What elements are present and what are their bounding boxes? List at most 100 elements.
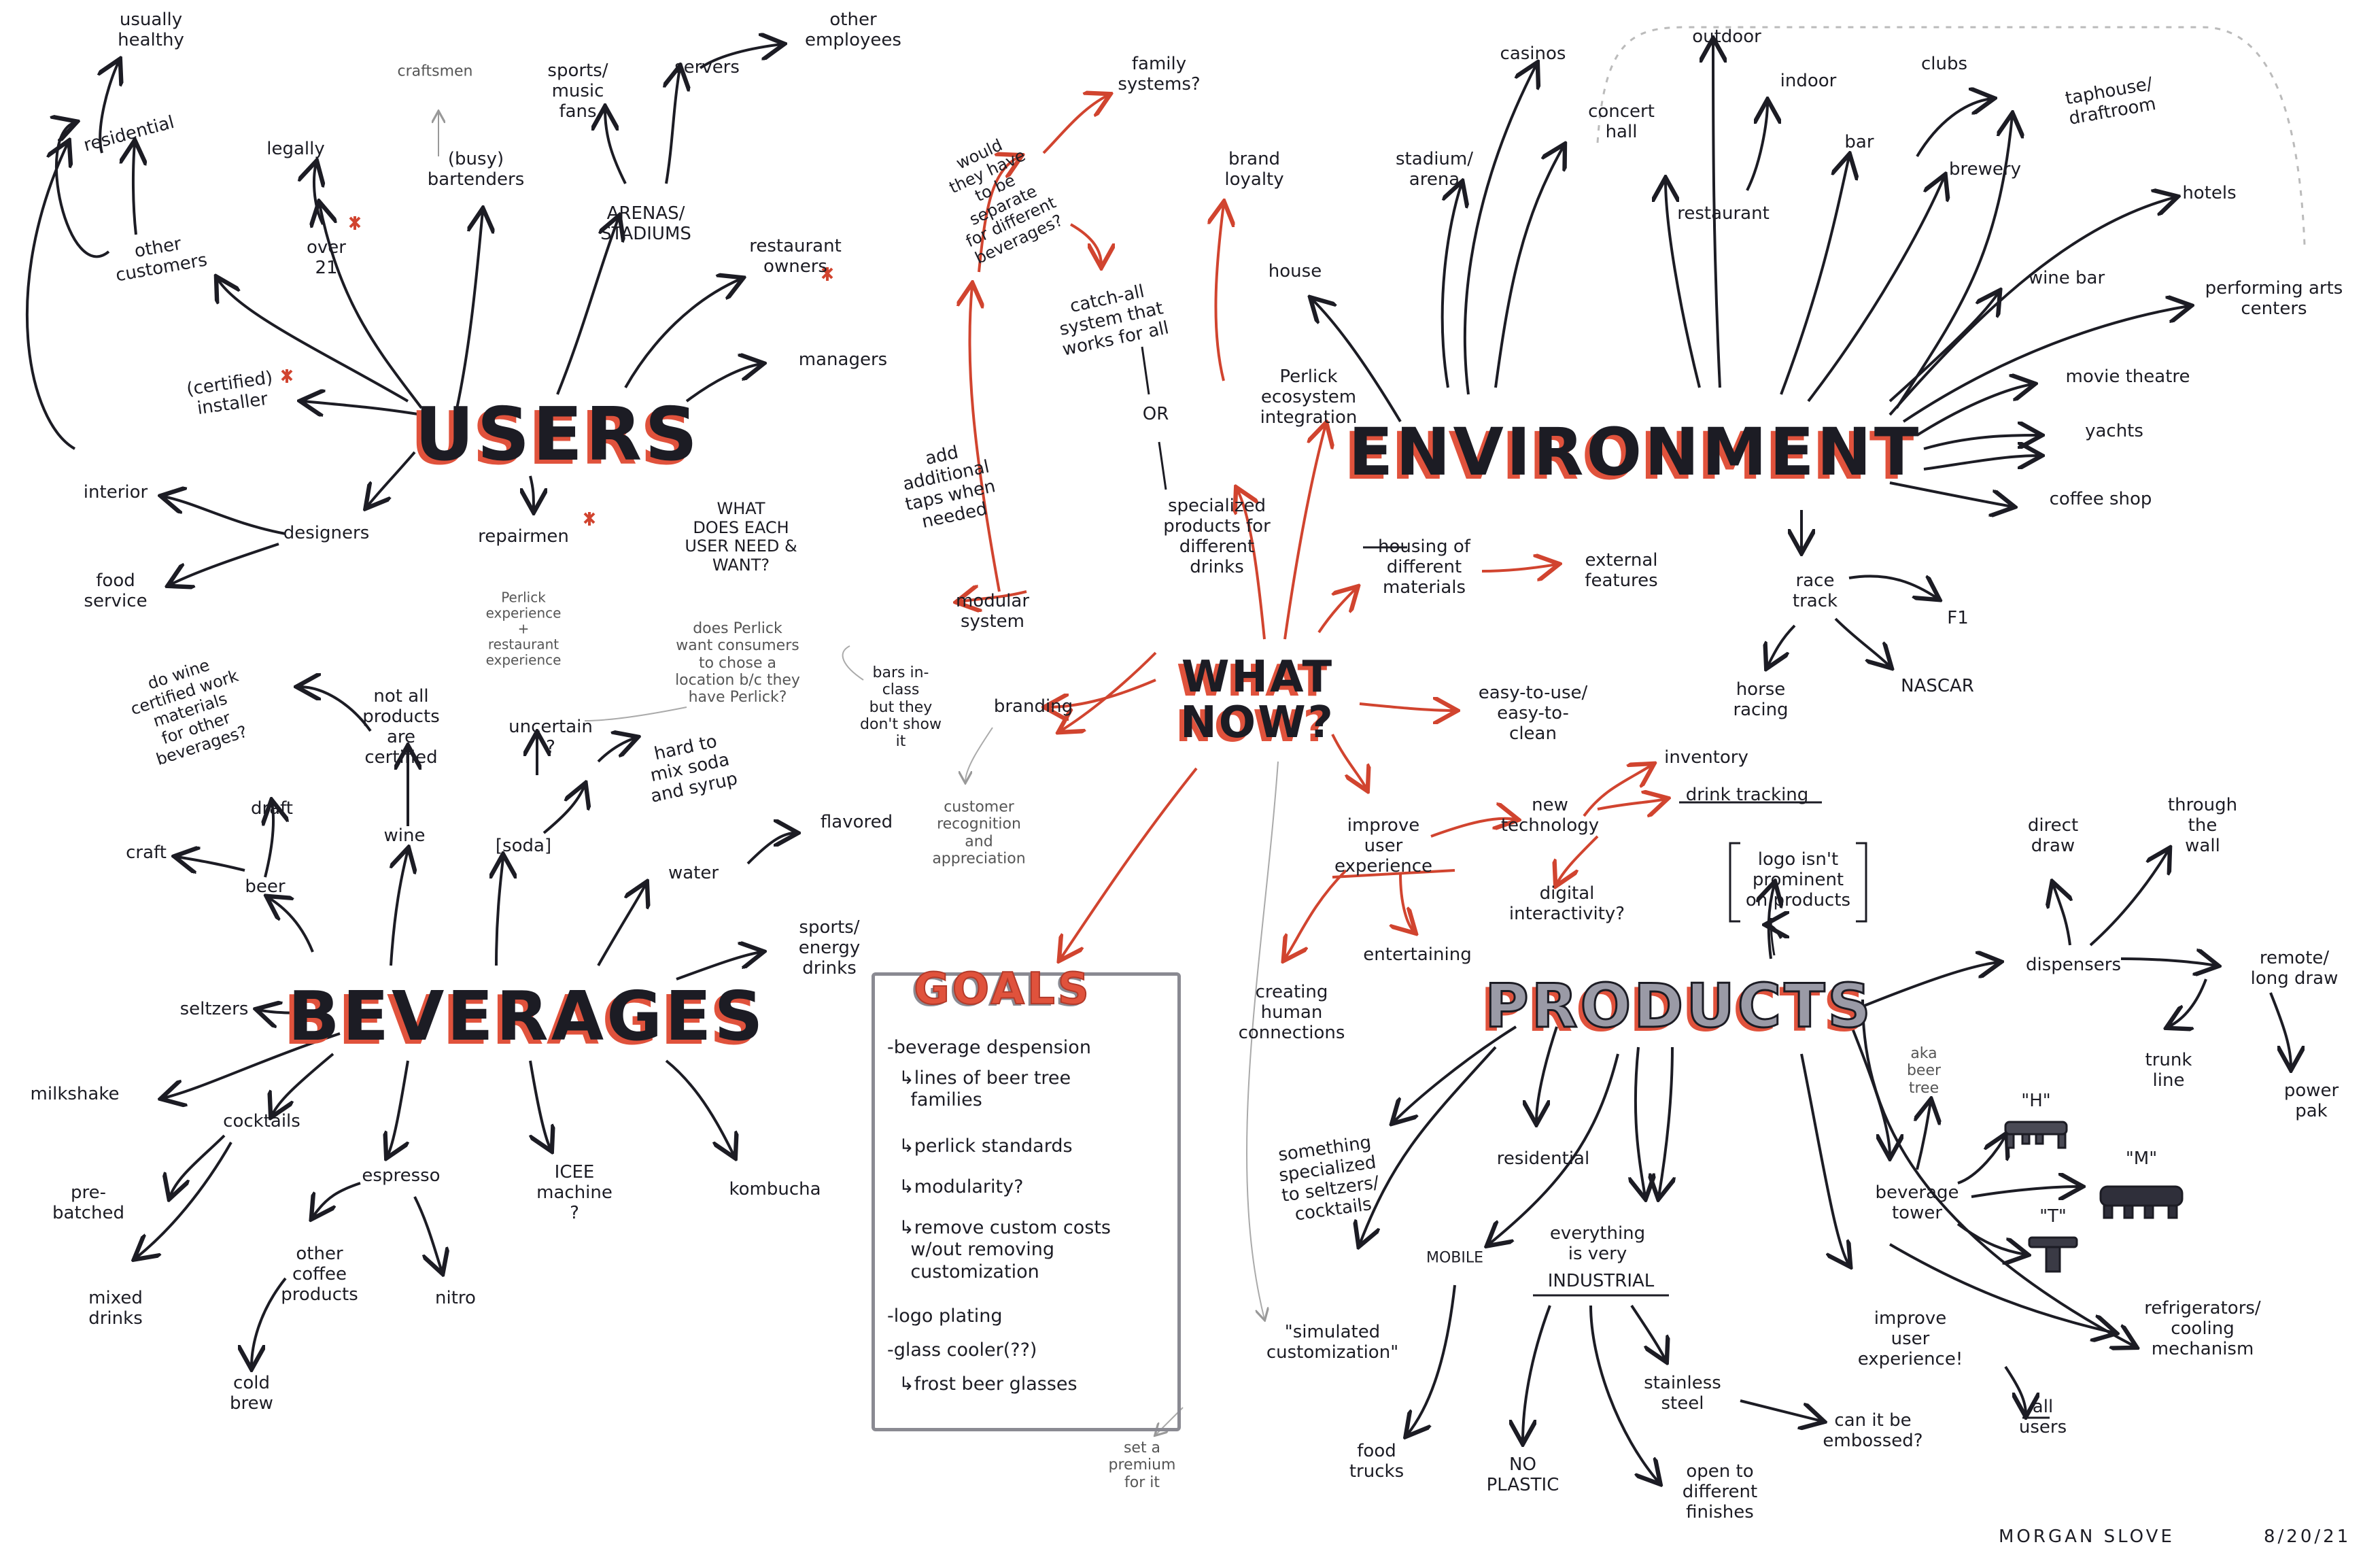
node-other-employees: other employees	[805, 10, 901, 50]
node-mixed-drinks: mixed drinks	[88, 1288, 143, 1329]
node-over-21: over 21	[307, 237, 346, 278]
node-cold-brew: cold brew	[230, 1373, 273, 1414]
goal-item: -beverage despension	[887, 1037, 1091, 1058]
node-coffee-shop: coffee shop	[2049, 489, 2152, 510]
node-open-to-different-finishes: open to different finishes	[1682, 1461, 1758, 1522]
node-everything-is-very: everything is very	[1549, 1223, 1646, 1264]
node-nitro: nitro	[435, 1288, 476, 1309]
users-hub-title: USERS	[414, 392, 701, 477]
node-tower-h-label: "H"	[2021, 1091, 2051, 1112]
node-drink-tracking: drink tracking	[1685, 785, 1809, 806]
node-stadium-arena: stadium/ arena	[1396, 149, 1473, 190]
node-family-systems: family systems?	[1118, 54, 1201, 95]
node-sports-energy-drinks: sports/ energy drinks	[798, 917, 861, 978]
node-water: water	[668, 863, 719, 884]
environment-arrows	[1312, 41, 2189, 666]
node-refrigerators: refrigerators/ cooling mechanism	[2144, 1298, 2261, 1359]
node-does-perlick-want-consumers: does Perlick want consumers to chose a l…	[675, 619, 800, 706]
node-simulated-customization: "simulated customization"	[1266, 1322, 1399, 1363]
node-new-technology: new technology	[1500, 795, 1600, 836]
goals-title: GOALS	[913, 964, 1092, 1015]
node-entertaining: entertaining	[1363, 944, 1472, 966]
node-can-it-be-embossed: can it be embossed?	[1823, 1410, 1923, 1451]
tower-h-icon	[2004, 1121, 2068, 1149]
node-housing-materials: housing of different materials	[1378, 536, 1470, 598]
logo-bracket-arrow	[1770, 917, 1776, 956]
node-digital-interactivity: digital interactivity?	[1508, 883, 1625, 924]
node-or: OR	[1142, 404, 1169, 425]
node-busy-bartenders: (busy) bartenders	[427, 149, 525, 190]
node-beverage-tower: beverage tower	[1875, 1182, 1959, 1223]
goal-item: ↳remove custom costs w/out removing cust…	[899, 1217, 1111, 1282]
node-set-a-premium: set a premium for it	[1108, 1439, 1176, 1491]
improve-ux-underline	[1332, 869, 1455, 879]
node-soda: [soda]	[495, 836, 552, 857]
products-arrows	[1360, 850, 2291, 1482]
node-remote-long-draw: remote/ long draw	[2250, 948, 2339, 989]
node-brewery: brewery	[1949, 159, 2021, 180]
node-usually-healthy: usually healthy	[118, 10, 184, 50]
node-yachts: yachts	[2085, 421, 2143, 442]
node-kombucha: kombucha	[729, 1179, 821, 1200]
node-no-plastic: NO PLASTIC	[1486, 1454, 1559, 1495]
node-horse-racing: horse racing	[1733, 679, 1789, 720]
node-beer: beer	[245, 876, 286, 898]
node-pre-batched: pre- batched	[52, 1182, 124, 1223]
node-cocktails: cocktails	[223, 1111, 300, 1132]
node-icee-machine: ICEE machine ?	[536, 1162, 613, 1223]
outdoor-dashed-bracket	[1596, 26, 2306, 245]
node-specialized-products: specialized products for different drink…	[1163, 496, 1271, 577]
products-hub-title: PRODUCTS	[1484, 971, 1874, 1041]
node-brand-loyalty: brand loyalty	[1224, 149, 1284, 190]
node-something-specialized: something specialized to seltzers/ cockt…	[1277, 1132, 1381, 1225]
node-repairmen: repairmen	[478, 526, 569, 547]
node-f1: F1	[1947, 608, 1969, 629]
node-bar: bar	[1844, 132, 1874, 153]
node-bars-in-class: bars in- class but they don't show it	[860, 664, 942, 750]
node-stainless-steel: stainless steel	[1644, 1373, 1721, 1414]
node-race-track: race track	[1792, 570, 1838, 611]
node-managers: managers	[798, 350, 888, 371]
node-inventory: inventory	[1664, 747, 1748, 768]
signature-name: MORGAN SLOVE	[1999, 1527, 2175, 1547]
node-direct-draw: direct draw	[2027, 815, 2079, 856]
node-seltzers: seltzers	[179, 999, 249, 1020]
node-residential-product: residential	[1496, 1148, 1590, 1170]
node-legally: legally	[266, 139, 325, 160]
node-perlick-ecosystem: Perlick ecosystem integration	[1260, 367, 1358, 428]
node-casinos: casinos	[1500, 44, 1566, 65]
red-asterisks	[281, 216, 833, 526]
beverages-hub-title: BEVERAGES	[288, 976, 766, 1056]
node-performing-arts-centers: performing arts centers	[2205, 278, 2343, 319]
node-creating-human-connections: creating human connections	[1238, 982, 1345, 1043]
what-now-hub-title: WHAT NOW?	[1180, 651, 1335, 748]
node-wine-bar: wine bar	[2028, 268, 2105, 289]
node-all-users: all users	[2018, 1397, 2067, 1437]
node-servers: servers	[674, 57, 740, 78]
node-interior: interior	[83, 482, 148, 503]
what-now-arrows	[959, 95, 1666, 959]
node-not-all-products-certified: not all products are certified	[362, 686, 440, 768]
goal-item: ↳perlick standards	[887, 1136, 1073, 1157]
node-easy-to-use: easy-to-use/ easy-to- clean	[1478, 683, 1588, 744]
node-other-coffee-products: other coffee products	[281, 1244, 358, 1305]
node-power-pak: power pak	[2283, 1080, 2339, 1121]
goals-box	[872, 972, 1181, 1431]
node-logo-not-prominent: logo isn't prominent on products	[1745, 849, 1851, 910]
goal-item: ↳modularity?	[887, 1176, 1024, 1197]
node-modular-system: modular system	[955, 591, 1030, 632]
node-dispensers: dispensers	[2025, 955, 2122, 976]
node-what-does-each-user-need: WHAT DOES EACH USER NEED & WANT?	[685, 498, 797, 575]
node-outdoor: outdoor	[1692, 27, 1761, 48]
goal-item: -logo plating	[887, 1306, 1003, 1327]
node-industrial: INDUSTRIAL	[1547, 1271, 1655, 1292]
beverages-arrows	[136, 687, 795, 1367]
users-arrows	[25, 44, 782, 585]
node-mobile: MOBILE	[1426, 1249, 1484, 1267]
node-milkshake: milkshake	[30, 1084, 120, 1105]
node-flavored: flavored	[820, 812, 893, 833]
node-external-features: external features	[1585, 550, 1658, 591]
node-indoor: indoor	[1780, 71, 1837, 92]
node-aka-beer-tree: aka beer tree	[1906, 1045, 1942, 1097]
node-improve-user-experience: improve user experience	[1334, 815, 1433, 876]
